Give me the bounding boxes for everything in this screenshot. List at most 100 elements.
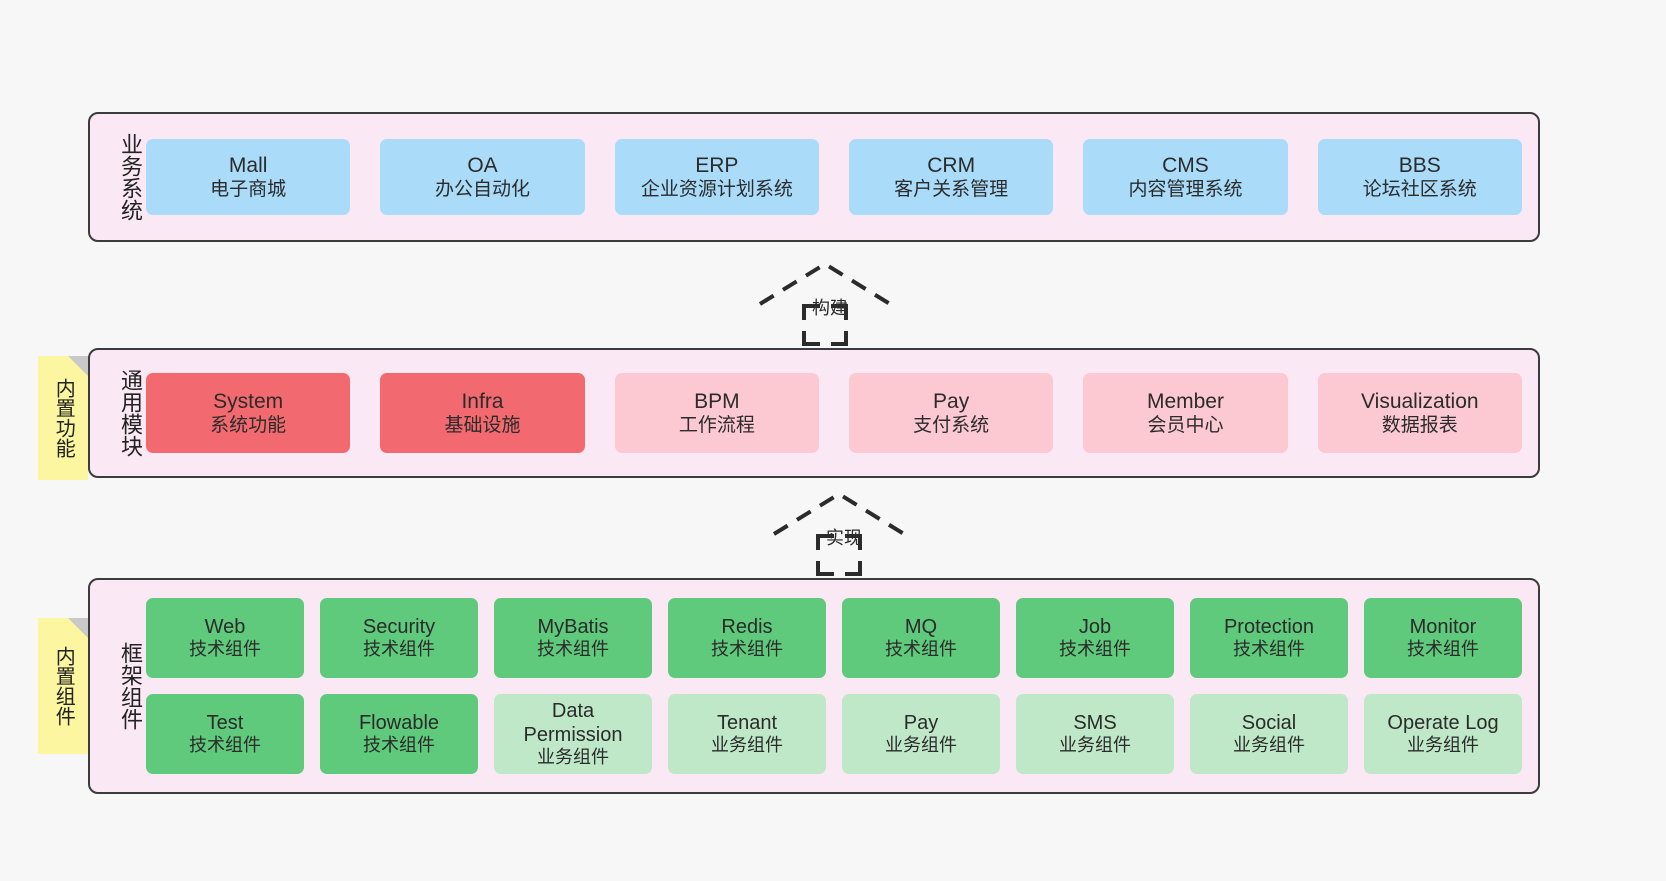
node-subtitle: 支付系统 [913,415,990,437]
node-subtitle: 业务组件 [537,747,609,768]
node-subtitle: 技术组件 [537,639,609,660]
node-subtitle: 技术组件 [1407,639,1479,660]
node-redis[interactable]: Redis 技术组件 [668,598,826,678]
node-web[interactable]: Web 技术组件 [146,598,304,678]
node-tenant[interactable]: Tenant 业务组件 [668,694,826,774]
node-subtitle: 办公自动化 [434,179,530,201]
node-flowable[interactable]: Flowable 技术组件 [320,694,478,774]
node-monitor[interactable]: Monitor 技术组件 [1364,598,1522,678]
connector-label-implement: 实现 [826,528,862,548]
layer-body-business-systems: Mall 电子商城 OA 办公自动化 ERP 企业资源计划系统 CRM 客户关系… [142,114,1538,240]
node-title: System [213,389,284,413]
node-subtitle: 业务组件 [1233,735,1305,756]
node-title: Mall [228,153,268,177]
node-subtitle: 工作流程 [678,415,755,437]
node-title: Visualization [1361,389,1479,413]
node-data-permission[interactable]: Data Permission 业务组件 [494,694,652,774]
node-social[interactable]: Social 业务组件 [1190,694,1348,774]
node-title: Tenant [716,711,778,734]
node-operate-log[interactable]: Operate Log 业务组件 [1364,694,1522,774]
note-label: 内置组件 [52,646,75,726]
node-title: Monitor [1409,615,1477,638]
node-subtitle: 基础设施 [444,415,521,437]
node-title: Flowable [358,711,440,734]
node-title: MQ [904,615,938,638]
node-sms[interactable]: SMS 业务组件 [1016,694,1174,774]
node-system[interactable]: System 系统功能 [146,373,351,453]
note-label: 内置功能 [52,378,75,458]
note-builtin-features: 内置功能 [38,356,88,480]
node-job[interactable]: Job 技术组件 [1016,598,1174,678]
layer-body-common-modules: System 系统功能 Infra 基础设施 BPM 工作流程 Pay 支付系统… [142,350,1538,476]
node-subtitle: 电子商城 [210,179,287,201]
layer-title-business-systems: 业务系统 [118,133,143,221]
node-title: Security [362,615,436,638]
note-fold-icon [68,618,88,638]
layer-title-framework-components: 框架组件 [118,642,143,730]
node-subtitle: 业务组件 [711,735,783,756]
note-builtin-components: 内置组件 [38,618,88,754]
connector-build: 构建 [756,258,906,346]
node-title: OA [467,153,498,177]
framework-row-business: Test 技术组件 Flowable 技术组件 Data Permission … [146,694,1522,774]
node-crm[interactable]: CRM 客户关系管理 [848,139,1054,215]
node-subtitle: 技术组件 [885,639,957,660]
node-subtitle: 技术组件 [1059,639,1131,660]
node-infra[interactable]: Infra 基础设施 [380,373,585,453]
node-subtitle: 会员中心 [1147,415,1224,437]
node-title: CRM [927,153,976,177]
node-title: BPM [694,389,740,413]
node-pay-component[interactable]: Pay 业务组件 [842,694,1000,774]
node-subtitle: 数据报表 [1381,415,1458,437]
node-pay-module[interactable]: Pay 支付系统 [848,373,1054,453]
node-title: SMS [1073,711,1117,734]
node-security[interactable]: Security 技术组件 [320,598,478,678]
node-subtitle: 技术组件 [189,735,261,756]
node-protection[interactable]: Protection 技术组件 [1190,598,1348,678]
node-title: MyBatis [537,615,609,638]
node-title: Social [1241,711,1297,734]
node-title: Infra [461,389,504,413]
connector-label-build: 构建 [812,298,848,318]
layer-common-modules: 通用模块 System 系统功能 Infra 基础设施 BPM 工作流程 Pay… [88,348,1540,478]
node-subtitle: 论坛社区系统 [1362,179,1477,201]
layer-framework-components: 框架组件 Web 技术组件 Security 技术组件 MyBatis 技术组件… [88,578,1540,794]
node-mybatis[interactable]: MyBatis 技术组件 [494,598,652,678]
node-subtitle: 业务组件 [885,735,957,756]
node-visualization[interactable]: Visualization 数据报表 [1317,373,1522,453]
node-subtitle: 技术组件 [711,639,783,660]
layer-body-framework-components: Web 技术组件 Security 技术组件 MyBatis 技术组件 Redi… [142,580,1538,792]
node-title: Pay [933,389,970,413]
node-subtitle: 内容管理系统 [1128,179,1243,201]
node-member[interactable]: Member 会员中心 [1083,373,1288,453]
node-title: Test [206,711,244,734]
node-subtitle: 业务组件 [1407,735,1479,756]
node-erp[interactable]: ERP 企业资源计划系统 [614,139,819,215]
node-subtitle: 系统功能 [210,415,287,437]
layer-title-common-modules: 通用模块 [118,369,143,457]
node-title: Member [1146,389,1224,413]
node-oa[interactable]: OA 办公自动化 [380,139,585,215]
node-title: BBS [1398,153,1441,177]
node-subtitle: 业务组件 [1059,735,1131,756]
node-title: CMS [1162,153,1209,177]
node-title: Operate Log [1387,711,1499,734]
node-bpm[interactable]: BPM 工作流程 [614,373,819,453]
node-title: Data Permission [523,699,623,747]
node-cms[interactable]: CMS 内容管理系统 [1083,139,1288,215]
node-mall[interactable]: Mall 电子商城 [146,139,351,215]
node-test[interactable]: Test 技术组件 [146,694,304,774]
connector-implement: 实现 [770,488,920,576]
node-title: Job [1078,615,1112,638]
node-subtitle: 客户关系管理 [894,179,1009,201]
node-title: Pay [903,711,939,734]
node-subtitle: 技术组件 [363,735,435,756]
node-title: Redis [721,615,773,638]
node-mq[interactable]: MQ 技术组件 [842,598,1000,678]
node-bbs[interactable]: BBS 论坛社区系统 [1317,139,1522,215]
node-subtitle: 技术组件 [363,639,435,660]
node-subtitle: 技术组件 [1233,639,1305,660]
node-subtitle: 企业资源计划系统 [640,179,793,201]
node-title: Protection [1223,615,1315,638]
